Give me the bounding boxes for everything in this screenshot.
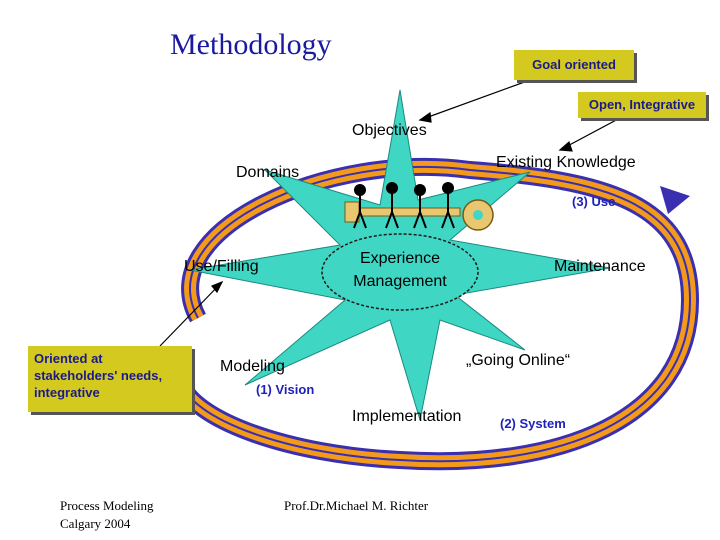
label-going-online: „Going Online“ [466,352,571,369]
ring-arrow-head [660,186,690,214]
key-illustration [344,182,494,231]
label-existing-knowledge: Existing Knowledge [496,154,636,171]
phase-use: (3) Use [572,194,616,209]
footer-author: Prof.Dr.Michael M. Richter [284,498,429,513]
callout-open-integrative: Open, Integrative [578,92,706,118]
label-modeling: Modeling [220,358,285,375]
callout-stakeholders: Oriented at stakeholders' needs, integra… [28,346,192,412]
phase-vision: (1) Vision [256,382,315,397]
label-center-line1: Experience [359,250,441,267]
footer-left-line2: Calgary 2004 [60,516,131,531]
label-maintenance: Maintenance [554,258,646,275]
label-objectives: Objectives [352,122,427,139]
callout-goal-oriented: Goal oriented [514,50,634,80]
label-center-line2: Management [353,273,447,290]
callout-arrows [159,79,621,347]
label-use-filling: Use/Filling [184,258,259,275]
phase-system: (2) System [500,416,566,431]
page-title: Methodology [170,28,332,61]
label-implementation: Implementation [352,408,462,425]
center-oval [321,233,479,311]
footer-left-line1: Process Modeling [60,498,154,513]
label-domains: Domains [236,164,300,181]
